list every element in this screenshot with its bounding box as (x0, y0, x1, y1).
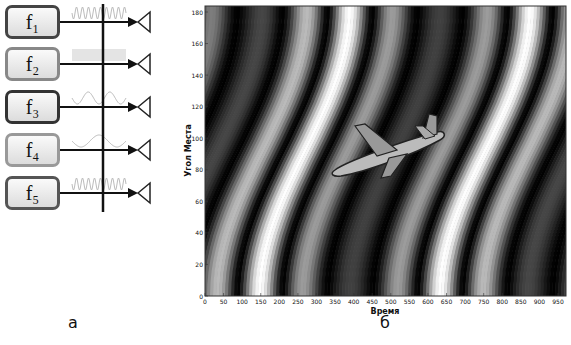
tick-label: 150 (255, 298, 266, 305)
airplane-icon (332, 114, 444, 178)
axis-title: Угол Места (184, 124, 193, 177)
tick-label: 50 (220, 298, 228, 305)
frequency-label: f₄ (26, 139, 40, 162)
tick-label: 800 (497, 298, 508, 305)
tick-label: 140 (192, 72, 203, 79)
tick-label: 120 (192, 103, 203, 110)
oscillator-box: f₃ (5, 90, 60, 124)
tick-label: 450 (366, 298, 377, 305)
tick-label: 750 (478, 298, 489, 305)
feed-lines (60, 4, 150, 212)
interference-pattern (205, 6, 566, 296)
tick-label: 600 (422, 298, 433, 305)
axis-ticks (205, 12, 558, 296)
tick-label: 500 (385, 298, 396, 305)
oscillator-box: f₄ (5, 133, 60, 167)
tick-label: 160 (192, 40, 203, 47)
tick-label: 350 (329, 298, 340, 305)
oscillator-box: f₅ (5, 176, 60, 210)
tick-label: 180 (192, 9, 203, 16)
tick-label: 550 (404, 298, 415, 305)
tick-label: 200 (274, 298, 285, 305)
tick-label: 700 (459, 298, 470, 305)
axis-title: Время (371, 307, 400, 316)
frequency-label: f₅ (26, 182, 40, 205)
tick-label: 400 (348, 298, 359, 305)
tick-label: 0 (199, 293, 203, 300)
tick-label: 100 (236, 298, 247, 305)
tick-label: 300 (311, 298, 322, 305)
oscillator-box: f₁ (5, 5, 60, 39)
frequency-label: f₂ (26, 53, 40, 76)
panel-letter: а (68, 313, 78, 332)
tick-label: 850 (515, 298, 526, 305)
plot-frame (205, 6, 566, 296)
tick-label: 40 (195, 229, 203, 236)
frequency-label: f₁ (26, 11, 40, 34)
tick-label: 950 (552, 298, 563, 305)
tick-label: 80 (195, 166, 203, 173)
tick-label: 900 (534, 298, 545, 305)
tick-label: 0 (203, 298, 207, 305)
tick-label: 250 (292, 298, 303, 305)
oscillator-box: f₂ (5, 47, 60, 81)
tick-label: 20 (195, 261, 203, 268)
tick-label: 100 (192, 135, 203, 142)
frequency-label: f₃ (26, 96, 40, 119)
tick-label: 60 (195, 198, 203, 205)
tick-label: 650 (441, 298, 452, 305)
